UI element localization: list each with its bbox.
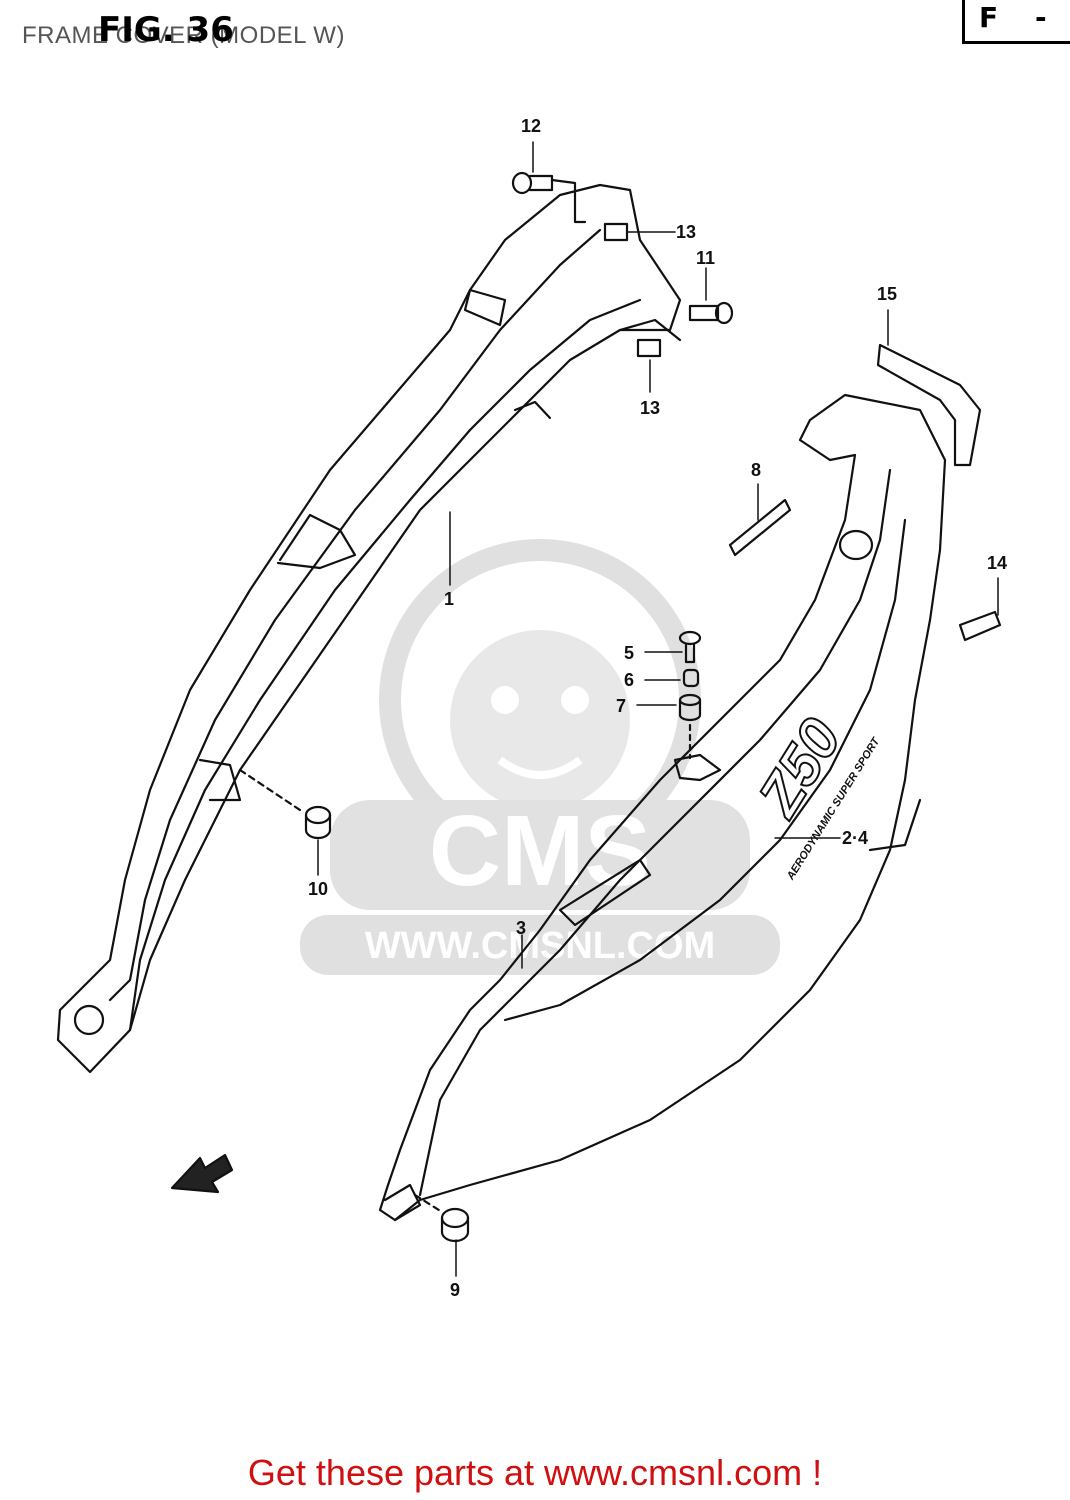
callout-7[interactable]: 7	[616, 696, 627, 716]
part-9-grommet	[413, 1193, 470, 1243]
leader-lines	[317, 141, 999, 1277]
callout-9[interactable]: 9	[450, 1280, 461, 1300]
part-12-bolt	[511, 171, 587, 224]
part-11-bolt	[688, 301, 734, 325]
frame-cover-right	[378, 393, 947, 1222]
callout-15[interactable]: 15	[877, 284, 898, 304]
part-8-strip	[728, 498, 792, 557]
footer-link[interactable]: Get these parts at www.cmsnl.com !	[247, 1452, 823, 1493]
figure-label: FIG. 36	[98, 10, 234, 50]
callout-3[interactable]: 3	[516, 918, 527, 938]
callout-10[interactable]: 10	[308, 879, 329, 899]
corner-mark-right: -	[1035, 1, 1047, 34]
corner-mark-left: F	[979, 1, 999, 34]
part-14-pad	[958, 610, 1002, 642]
callout-1[interactable]: 1	[444, 589, 455, 609]
corner-mark: F -	[962, 0, 1070, 44]
callout-5[interactable]: 5	[624, 643, 635, 663]
part-13-clip-lower	[636, 338, 662, 358]
part-5-6-7-stack	[678, 630, 702, 760]
watermark: CMS WWW.CMSNL.COM	[300, 539, 780, 975]
callout-13-upper[interactable]: 13	[676, 222, 697, 242]
part-15-strip	[876, 343, 982, 467]
frame-cover-left	[56, 183, 682, 1074]
callout-14[interactable]: 14	[987, 553, 1008, 573]
callout-11[interactable]: 11	[696, 248, 716, 268]
callout-2-4[interactable]: 2·4	[842, 828, 869, 848]
callout-8[interactable]: 8	[751, 460, 762, 480]
callout-12[interactable]: 12	[521, 116, 542, 136]
watermark-brand: CMS	[429, 795, 651, 907]
diagram-title: FRAME COVER (MODEL W)	[22, 22, 345, 49]
callout-13-lower[interactable]: 13	[640, 398, 661, 418]
callout-6[interactable]: 6	[624, 670, 635, 690]
part-13-clip-upper	[603, 222, 629, 242]
watermark-url: WWW.CMSNL.COM	[365, 925, 715, 967]
direction-arrow	[170, 1153, 234, 1194]
part-10-grommet	[238, 768, 332, 840]
